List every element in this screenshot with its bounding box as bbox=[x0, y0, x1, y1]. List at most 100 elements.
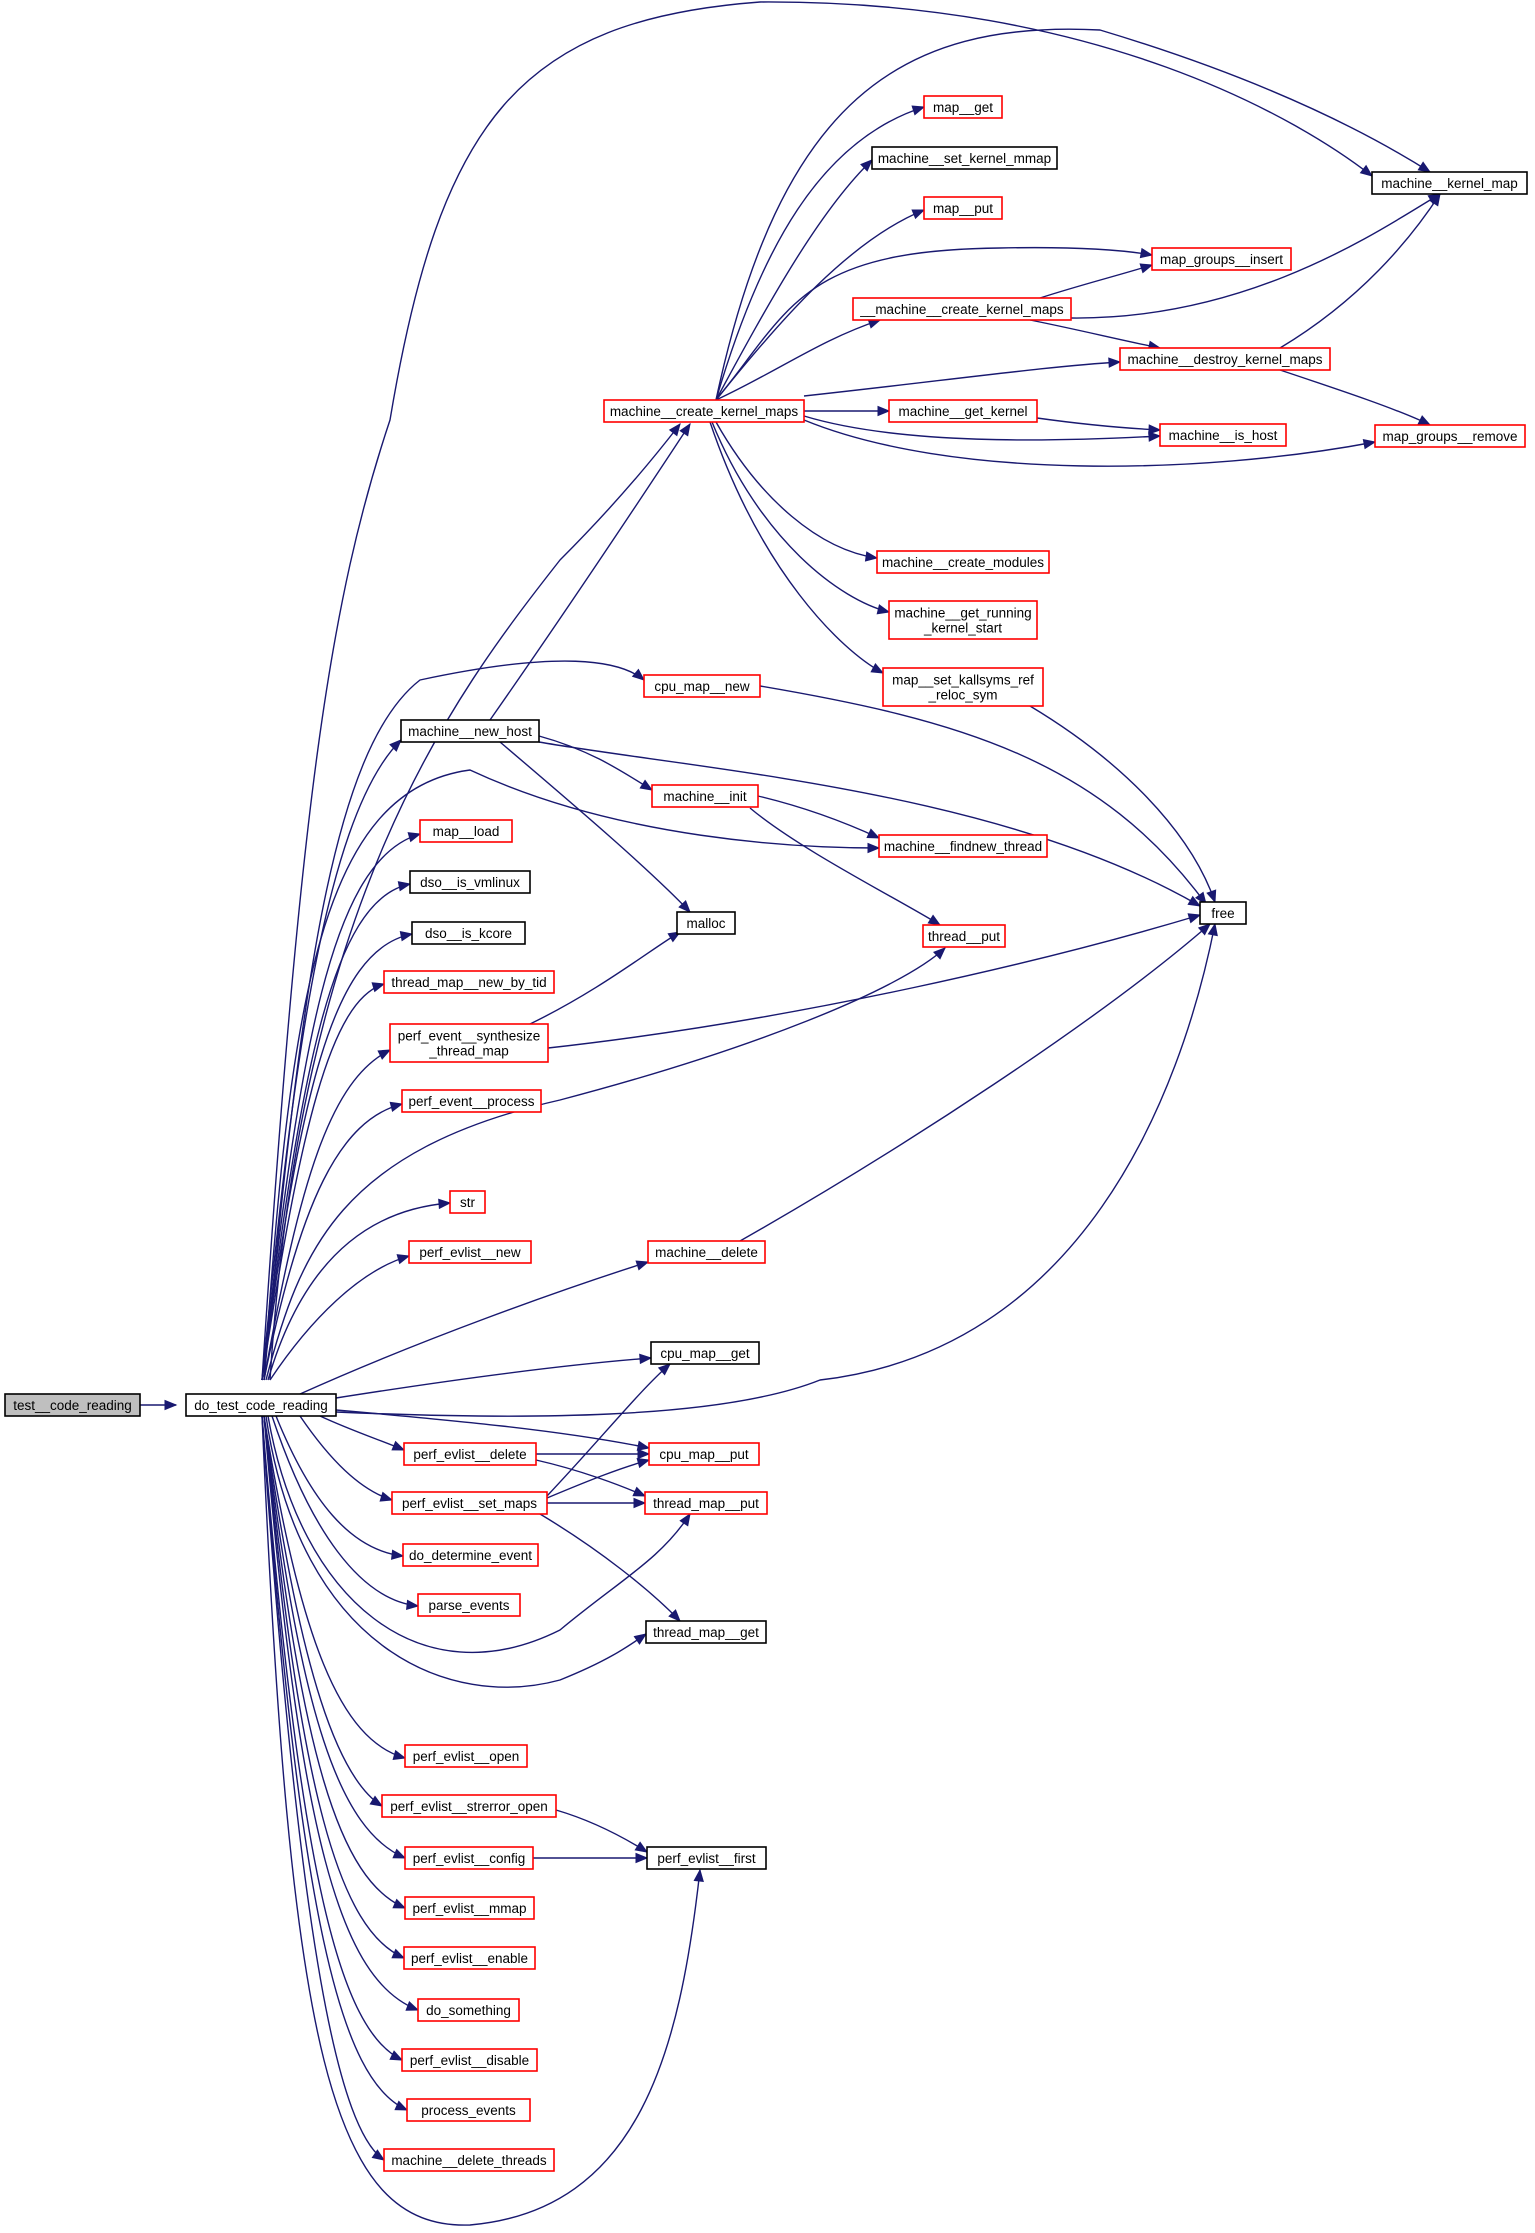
node-perf-evlist-enable[interactable]: perf_evlist__enable bbox=[403, 1946, 536, 1970]
node-machine-destroy-kernel-maps[interactable]: machine__destroy_kernel_maps bbox=[1119, 347, 1331, 371]
call-edge-machine_init-to-thread_put bbox=[749, 807, 942, 926]
arrowhead-icon bbox=[635, 1852, 649, 1864]
node-thread-map-new-by-tid[interactable]: thread_map__new_by_tid bbox=[383, 970, 555, 994]
node-box bbox=[922, 924, 1006, 948]
arrowhead-icon bbox=[164, 1399, 178, 1411]
node-label: thread_map__put bbox=[653, 1496, 759, 1511]
call-edge-machine_new_host-to-free bbox=[538, 741, 1202, 907]
node-box bbox=[381, 1794, 557, 1818]
node-machine-findnew-thread[interactable]: machine__findnew_thread bbox=[878, 834, 1048, 858]
arrowhead-icon bbox=[860, 159, 873, 172]
node-machine-is-host[interactable]: machine__is_host bbox=[1159, 423, 1287, 447]
call-edge-machine_create_kernel_maps-to-machine_create_modules bbox=[715, 421, 879, 562]
arrowhead-icon bbox=[633, 1497, 647, 1509]
node-perf-evlist-strerror-open[interactable]: perf_evlist__strerror_open bbox=[381, 1794, 557, 1818]
node-label: cpu_map__new bbox=[654, 679, 750, 694]
node-label: machine__kernel_map bbox=[1381, 176, 1518, 191]
node-perf-evlist-open[interactable]: perf_evlist__open bbox=[404, 1744, 528, 1768]
node-label: perf_evlist__enable bbox=[411, 1951, 528, 1966]
arrowhead-icon bbox=[634, 1841, 649, 1853]
node-box bbox=[383, 2148, 555, 2172]
node-malloc: malloc bbox=[676, 911, 736, 935]
node-parse-events[interactable]: parse_events bbox=[417, 1593, 521, 1617]
node-perf-evlist-delete[interactable]: perf_evlist__delete bbox=[403, 1442, 537, 1466]
node-perf-evlist-disable[interactable]: perf_evlist__disable bbox=[401, 2048, 538, 2072]
node-machine-delete-threads[interactable]: machine__delete_threads bbox=[383, 2148, 555, 2172]
arrowhead-icon bbox=[377, 1049, 392, 1060]
node-do-determine-event[interactable]: do_determine_event bbox=[402, 1543, 539, 1567]
node-machine-create-kernel-maps-priv[interactable]: __machine__create_kernel_maps bbox=[852, 297, 1072, 321]
call-edge-machine_get_kernel-to-machine_is_host bbox=[1036, 417, 1162, 435]
call-edge-machine_destroy_kernel_maps-to-map_groups_remove bbox=[1279, 369, 1432, 426]
arrowhead-icon bbox=[632, 1486, 647, 1497]
arrowhead-icon bbox=[637, 1448, 651, 1460]
node-cpu-map-new[interactable]: cpu_map__new bbox=[643, 674, 761, 698]
node-map-groups-remove[interactable]: map_groups__remove bbox=[1374, 424, 1526, 448]
call-edge-do_test_code_reading-to-perf_evlist_strerror_open bbox=[263, 1415, 384, 1807]
node-box bbox=[644, 1491, 768, 1515]
node-perf-event-process[interactable]: perf_event__process bbox=[401, 1089, 542, 1113]
arrowhead-icon bbox=[406, 1599, 420, 1611]
node-box bbox=[1199, 901, 1247, 925]
node-map-put[interactable]: map__put bbox=[923, 196, 1003, 220]
node-box bbox=[876, 550, 1050, 574]
call-edge-perf_evlist_set_maps-to-thread_map_get bbox=[539, 1513, 681, 1622]
node-cpu-map-put[interactable]: cpu_map__put bbox=[648, 1442, 760, 1466]
node-thread-map-get: thread_map__get bbox=[645, 1620, 767, 1644]
arrowhead-icon bbox=[390, 1549, 405, 1560]
call-edge-do_test_code_reading-to-perf_event_process bbox=[263, 1101, 404, 1381]
arrowhead-icon bbox=[636, 1458, 651, 1469]
node-map-get[interactable]: map__get bbox=[923, 95, 1003, 119]
call-edge-do_test_code_reading-to-process_events bbox=[261, 1415, 409, 2111]
node-perf-evlist-config[interactable]: perf_evlist__config bbox=[404, 1846, 534, 1870]
node-machine-init[interactable]: machine__init bbox=[651, 784, 759, 808]
arrowhead-icon bbox=[399, 931, 414, 942]
node-thread-put[interactable]: thread__put bbox=[922, 924, 1006, 948]
node-machine-get-kernel[interactable]: machine__get_kernel bbox=[888, 399, 1038, 423]
node-perf-evlist-mmap[interactable]: perf_evlist__mmap bbox=[404, 1896, 535, 1920]
arrowhead-icon bbox=[397, 881, 412, 892]
arrowhead-icon bbox=[389, 1101, 404, 1112]
node-label: machine__destroy_kernel_maps bbox=[1127, 352, 1322, 367]
node-process-events[interactable]: process_events bbox=[406, 2098, 531, 2122]
call-edge-machine_create_kernel_maps-to-machine_set_kernel_mmap bbox=[715, 159, 873, 401]
node-label: map__set_kallsyms_ref bbox=[892, 673, 1034, 688]
node-map-load[interactable]: map__load bbox=[419, 819, 513, 843]
node-label: process_events bbox=[421, 2103, 516, 2118]
arrowhead-icon bbox=[1194, 891, 1207, 906]
arrowhead-icon bbox=[1362, 438, 1377, 450]
node-cpu-map-get: cpu_map__get bbox=[650, 1341, 760, 1365]
node-machine-get-running-kernel-start[interactable]: machine__get_running_kernel_start bbox=[888, 600, 1038, 640]
node-dso-is-vmlinux: dso__is_vmlinux bbox=[409, 870, 531, 894]
node-label: map__get bbox=[933, 100, 993, 115]
node-perf-evlist-set-maps[interactable]: perf_evlist__set_maps bbox=[391, 1491, 548, 1515]
node-box bbox=[646, 1846, 767, 1870]
node-box bbox=[603, 399, 805, 423]
call-edge-machine_create_kernel_maps_priv-to-machine_destroy_kernel_maps bbox=[1029, 319, 1162, 351]
call-edge-cpu_map_new-to-free bbox=[759, 685, 1207, 906]
node-do-something[interactable]: do_something bbox=[417, 1998, 520, 2022]
node-label: perf_evlist__strerror_open bbox=[390, 1799, 548, 1814]
node-box bbox=[401, 1089, 542, 1113]
node-box bbox=[871, 146, 1058, 170]
node-perf-evlist-new[interactable]: perf_evlist__new bbox=[408, 1240, 532, 1264]
node-thread-map-put[interactable]: thread_map__put bbox=[644, 1491, 768, 1515]
arrowhead-icon bbox=[1417, 161, 1432, 173]
arrowhead-icon bbox=[636, 1440, 651, 1451]
arrowhead-icon bbox=[679, 422, 691, 437]
node-map-groups-insert[interactable]: map_groups__insert bbox=[1151, 247, 1292, 271]
node-box bbox=[651, 784, 759, 808]
node-str[interactable]: str bbox=[449, 1190, 486, 1214]
node-box bbox=[882, 667, 1044, 707]
node-perf-event-synthesize-thread-map[interactable]: perf_event__synthesize_thread_map bbox=[389, 1023, 549, 1063]
node-machine-delete[interactable]: machine__delete bbox=[647, 1240, 766, 1264]
node-box bbox=[645, 1620, 767, 1644]
node-map-set-kallsyms-ref-reloc-sym[interactable]: map__set_kallsyms_ref_reloc_sym bbox=[882, 667, 1044, 707]
node-label: _thread_map bbox=[428, 1044, 509, 1059]
node-box bbox=[647, 1240, 766, 1264]
node-machine-create-modules[interactable]: machine__create_modules bbox=[876, 550, 1050, 574]
arrowhead-icon bbox=[693, 1868, 704, 1883]
node-label: perf_evlist__delete bbox=[413, 1447, 526, 1462]
node-machine-create-kernel-maps[interactable]: machine__create_kernel_maps bbox=[603, 399, 805, 423]
arrowhead-icon bbox=[1197, 923, 1211, 936]
